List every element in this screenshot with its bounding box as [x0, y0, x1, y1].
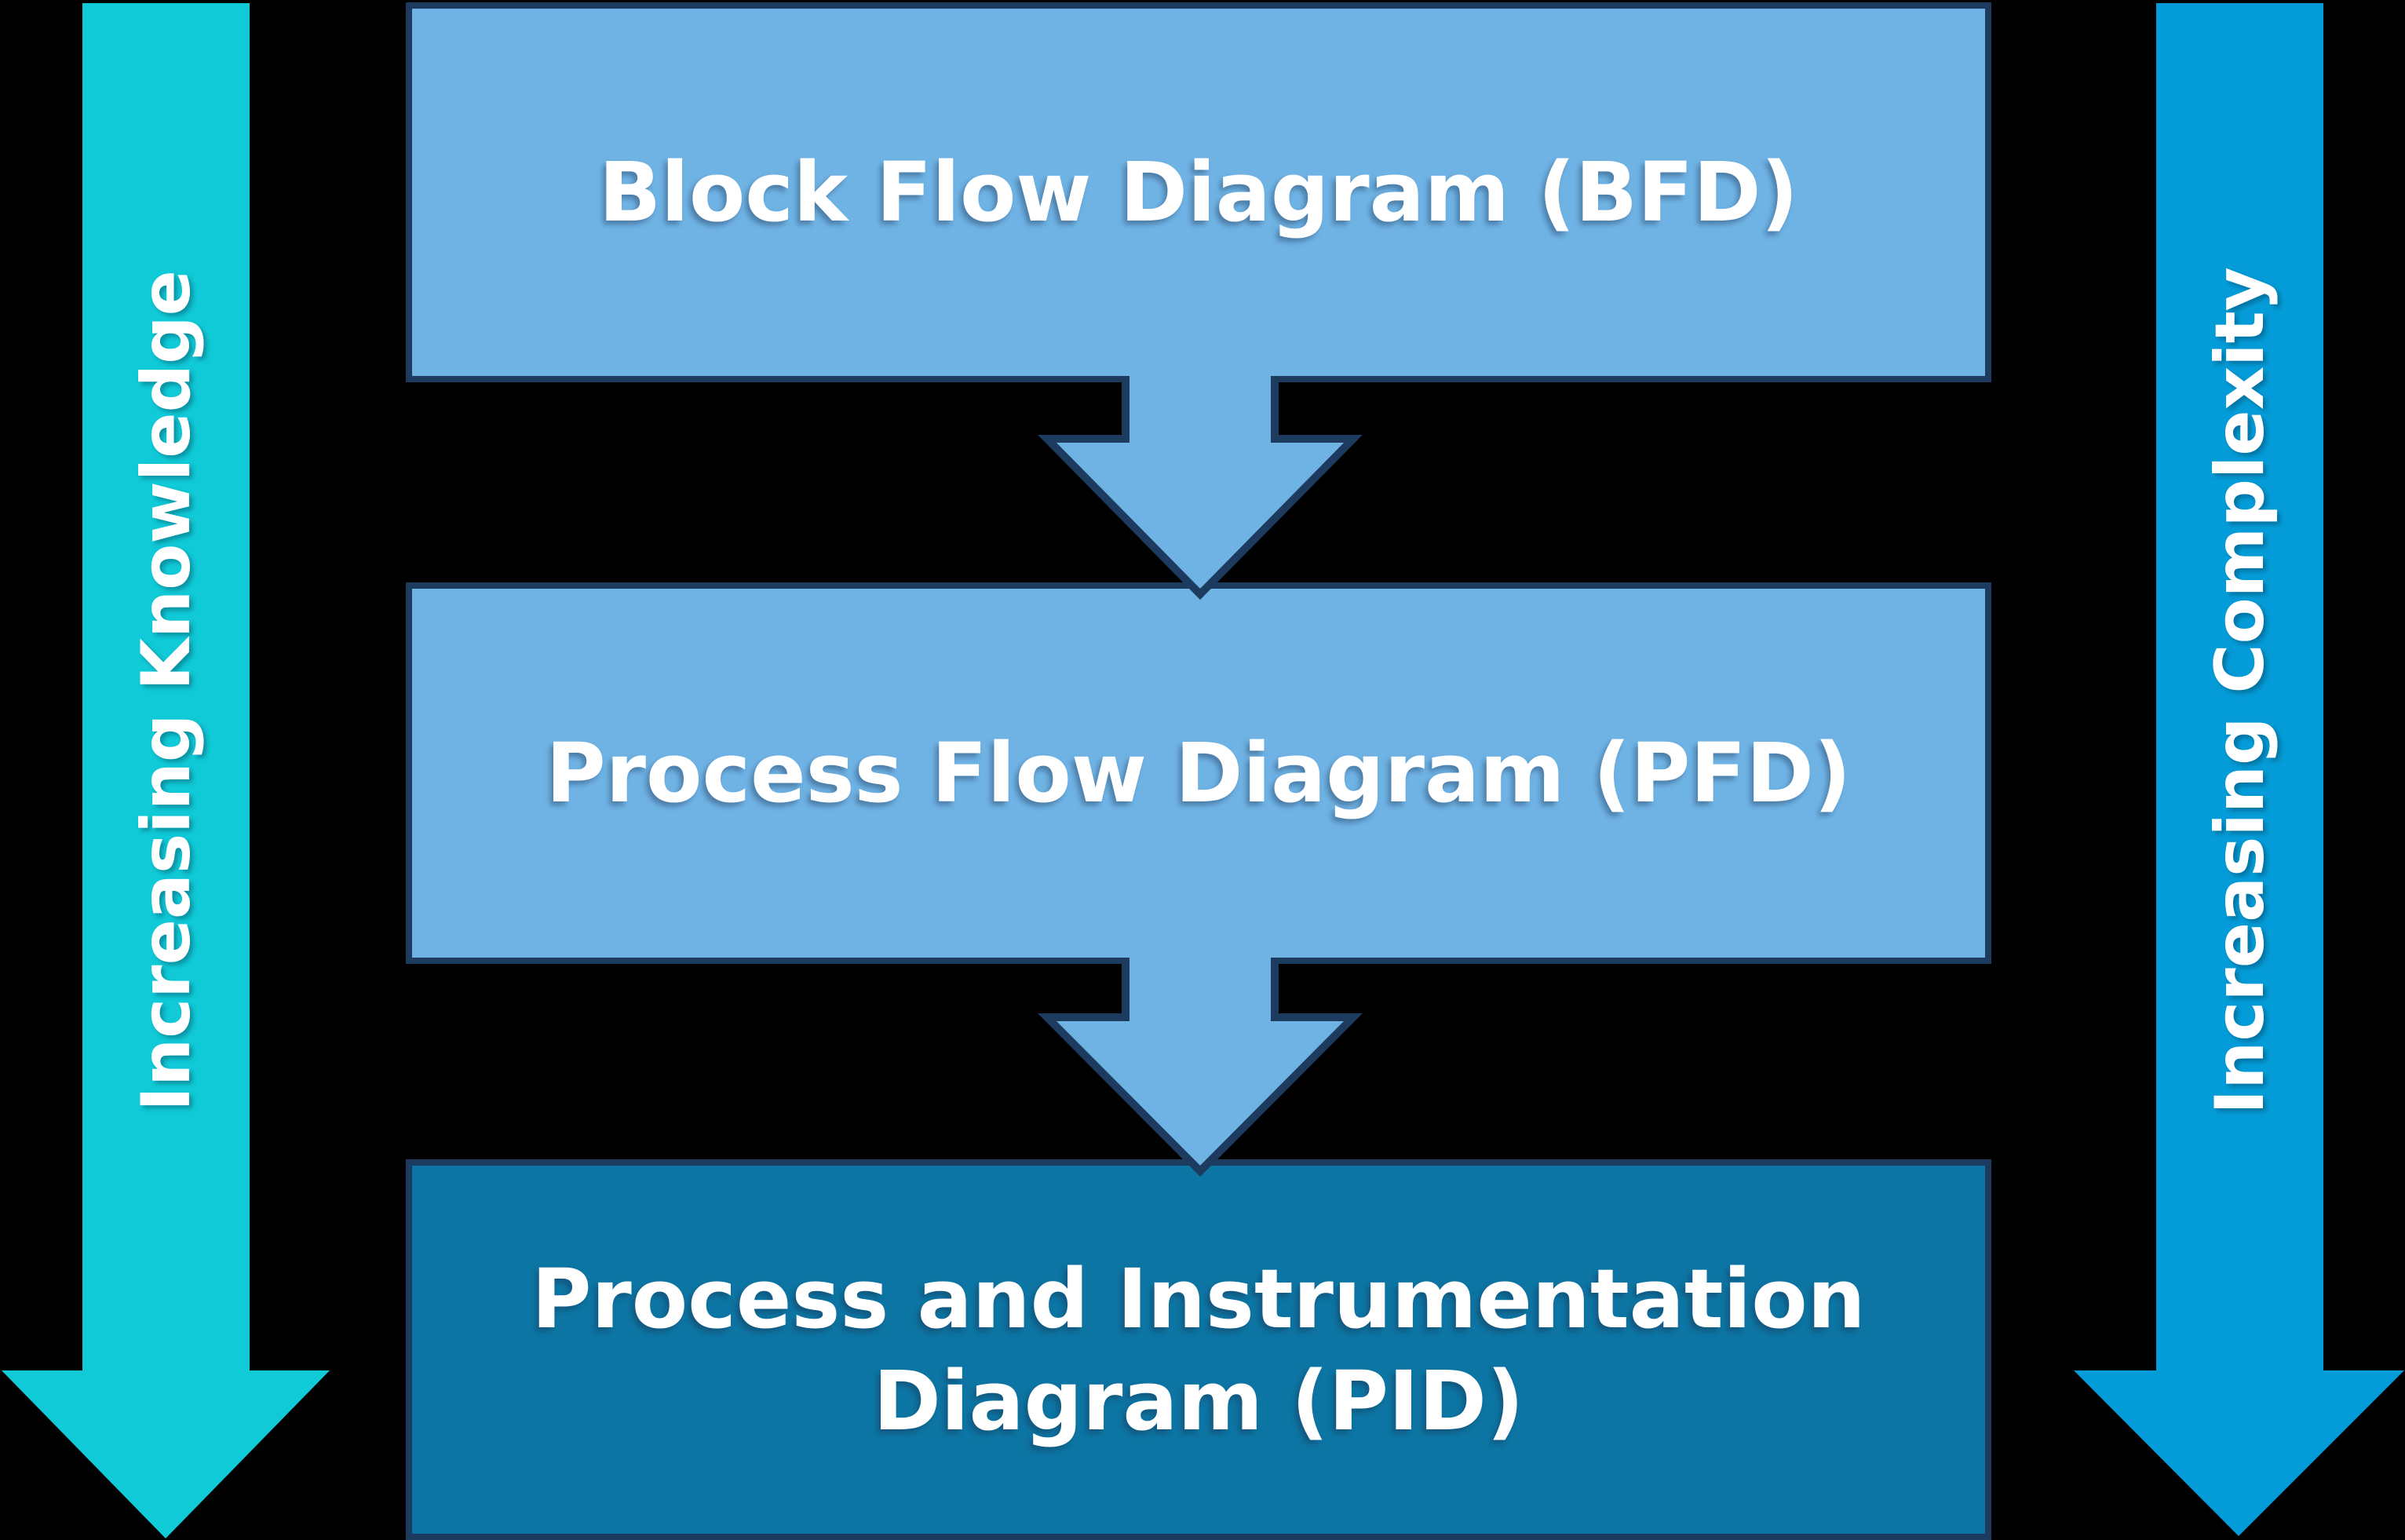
process-flow-diagram-title: Process Flow Diagram (PFD): [546, 725, 1852, 821]
connector-pfd-to-pid-icon: [1047, 947, 1353, 1171]
connector-bfd-to-pfd-icon: [1047, 369, 1353, 594]
increasing-complexity-label: Increasing Complexity: [2201, 267, 2279, 1115]
increasing-knowledge-label: Increasing Knowledge: [127, 269, 206, 1112]
connector-bfd-to-pfd-outline-icon: [1038, 376, 1363, 600]
process-instrumentation-diagram-box: Process and Instrumentation Diagram (PID…: [406, 1159, 1991, 1540]
block-flow-diagram-box: Block Flow Diagram (BFD): [406, 2, 1991, 382]
block-flow-diagram-title: Block Flow Diagram (BFD): [598, 144, 1799, 240]
process-instrumentation-diagram-title: Process and Instrumentation Diagram (PID…: [531, 1250, 1866, 1449]
connector-pfd-to-pid-outline-icon: [1037, 958, 1363, 1177]
process-flow-diagram-box: Process Flow Diagram (PFD): [406, 582, 1991, 964]
